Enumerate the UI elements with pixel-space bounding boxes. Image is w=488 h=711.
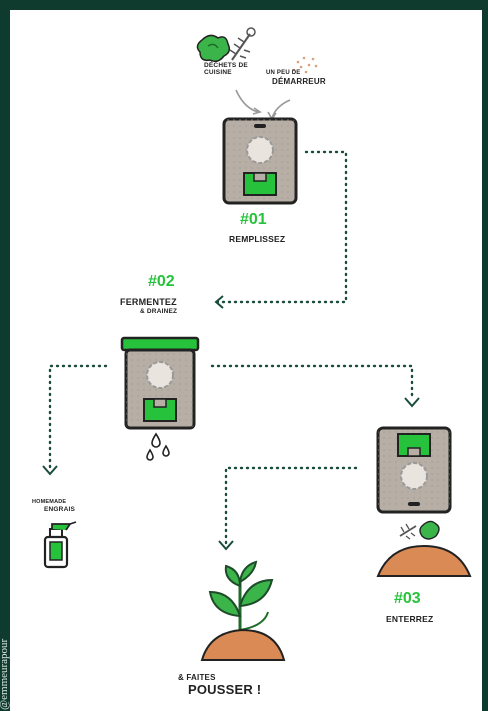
step-3-number: #03 — [394, 590, 421, 608]
soil-mound-step-3 — [378, 546, 470, 576]
diagram-panel: DÉCHETS DE CUISINE UN PEU DE DÉMARREUR #… — [10, 10, 482, 711]
bin-step-2 — [122, 338, 198, 428]
step-2-label: FERMENTEZ — [120, 297, 177, 307]
step-1-number: #01 — [240, 211, 267, 229]
arrowhead-down — [405, 398, 419, 406]
bin-step-1 — [224, 119, 296, 203]
step-1-label: REMPLISSEZ — [229, 234, 285, 244]
fish-bone-icon — [230, 28, 255, 60]
kitchen-waste-icon — [197, 35, 229, 61]
step-2-number: #02 — [148, 273, 175, 291]
connector-3-plant — [226, 468, 356, 544]
final-label-2: POUSSER ! — [188, 682, 261, 697]
starter-label-big: DÉMARREUR — [272, 77, 326, 86]
drain-drops-icon — [147, 434, 169, 460]
final-label-1: & FAITES — [178, 673, 216, 682]
fertilizer-label-1: HOMEMADE — [32, 499, 66, 505]
connector-2-3 — [212, 366, 412, 400]
bin-step-3 — [378, 428, 450, 512]
buried-waste-icon — [400, 521, 439, 539]
waste-label: DÉCHETS DE CUISINE — [204, 62, 256, 76]
step-3-label: ENTERREZ — [386, 614, 433, 624]
step-2-sublabel: & DRAINEZ — [140, 308, 177, 315]
starter-label-small: UN PEU DE — [266, 70, 300, 76]
fertilizer-label-2: ENGRAIS — [44, 506, 75, 513]
connector-2-fertilizer — [50, 366, 106, 468]
side-handle-text: @emmeurapour — [0, 560, 10, 710]
spray-bottle-icon — [45, 522, 76, 567]
soil-mound-plant — [202, 630, 284, 660]
